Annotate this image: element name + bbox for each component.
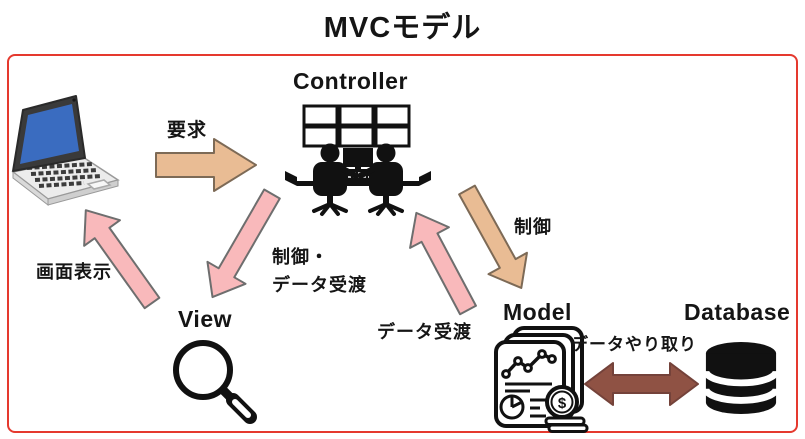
- screen-display-arrow-label: 画面表示: [36, 262, 112, 282]
- operator-left: [312, 143, 360, 216]
- report-document-icon: $: [494, 326, 589, 433]
- control-arrow-label: 制御: [514, 217, 552, 237]
- control-room-icon: [285, 104, 431, 216]
- data-pass-arrow: [409, 211, 477, 316]
- database-icon: [702, 341, 780, 415]
- control-data-pass-arrow-label-line1: 制御・: [272, 247, 329, 267]
- magnifier-icon: [173, 340, 257, 424]
- laptop-webcam: [72, 98, 76, 102]
- dollar-icon: $: [558, 395, 567, 412]
- data-exchange-arrow: [584, 362, 699, 406]
- database-label: Database: [684, 299, 791, 325]
- laptop-touchpad: [86, 179, 112, 190]
- view-label: View: [178, 306, 232, 332]
- screen-display-arrow: [83, 209, 161, 310]
- request-arrow-label: 要求: [167, 120, 208, 141]
- laptop-icon: [11, 95, 120, 207]
- control-arrow: [458, 184, 528, 289]
- laptop-keyboard: [26, 162, 102, 188]
- model-label: Model: [503, 299, 572, 325]
- laptop-screen: [20, 104, 79, 164]
- control-data-pass-arrow-label-line2: データ受渡: [272, 275, 367, 295]
- control-data-pass-arrow: [206, 188, 281, 299]
- controller-label: Controller: [293, 68, 408, 94]
- data-exchange-arrow-label: データやり取り: [571, 335, 697, 354]
- request-arrow: [155, 138, 257, 192]
- data-pass-arrow-label: データ受渡: [377, 322, 472, 342]
- page-title: MVCモデル: [323, 12, 482, 44]
- operator-right: [356, 143, 404, 216]
